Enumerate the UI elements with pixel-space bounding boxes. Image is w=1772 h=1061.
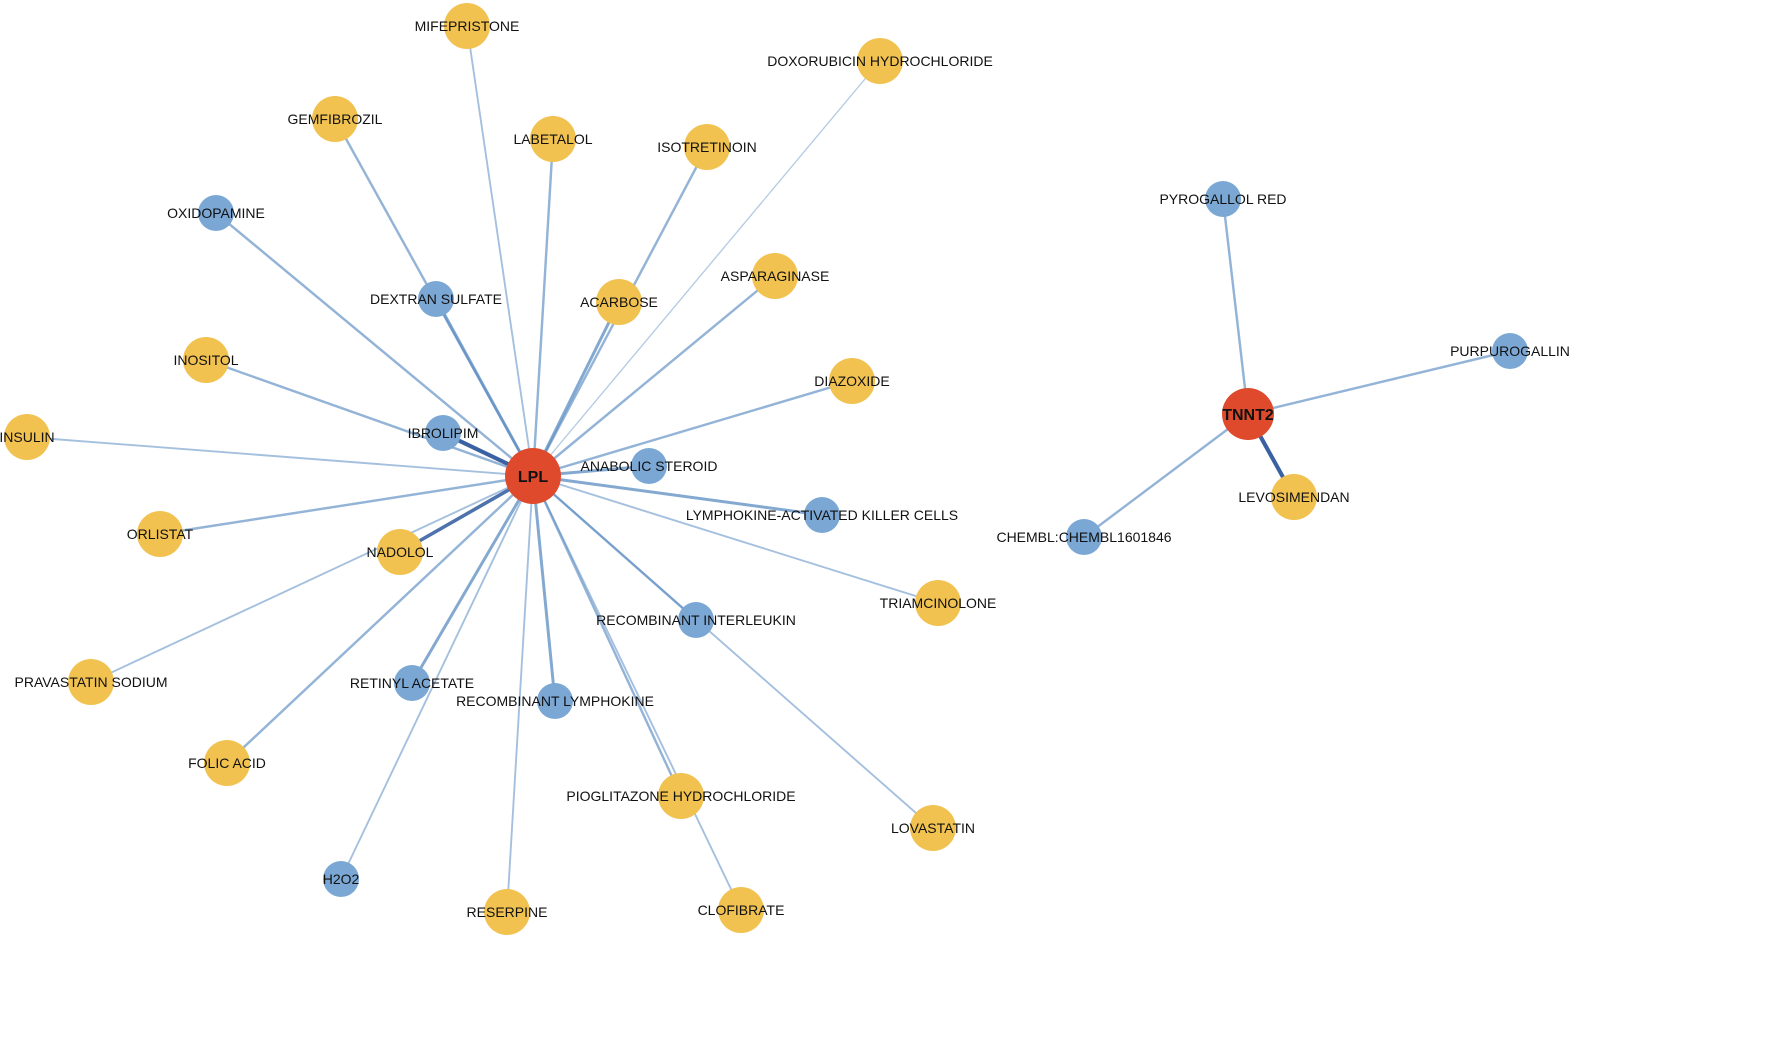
labels-layer: MIFEPRISTONE DOXORUBICIN HYDROCHLORIDE GEM… — [0, 18, 1570, 920]
nodes-layer — [4, 3, 1528, 935]
label-oxidopamine: OXIDOPAMINE — [167, 205, 265, 221]
edge-pravastatin-lpl — [90, 475, 534, 683]
label-clofibrate: CLOFIBRATE — [698, 902, 785, 918]
label-anabolic: ANABOLIC STEROID — [581, 458, 718, 474]
label-h2o2: H2O2 — [323, 871, 360, 887]
label-levosimendan: LEVOSIMENDAN — [1238, 489, 1349, 505]
label-orlistat: ORLISTAT — [127, 526, 194, 542]
edge-purpurogallin-tnnt2 — [1246, 349, 1512, 416]
edge-oxidopamine-lpl — [214, 211, 535, 478]
edges-layer — [26, 25, 1512, 913]
edge-acarbose-lpl — [531, 300, 621, 478]
node-lak[interactable] — [804, 497, 840, 533]
node-isotretinoin[interactable] — [684, 124, 730, 170]
edge-insulin-lpl — [26, 436, 534, 477]
label-folic: FOLIC ACID — [188, 755, 266, 771]
edge-h2o2-lpl — [340, 475, 534, 880]
label-nadolol: NADOLOL — [367, 544, 434, 560]
label-recomb-lymph: RECOMBINANT LYMPHOKINE — [456, 693, 654, 709]
label-acarbose: ACARBOSE — [580, 294, 658, 310]
node-gemfibrozil[interactable] — [312, 96, 358, 142]
edge-mifepristone-lpl — [466, 25, 534, 477]
hub-label-tnnt2: TNNT2 — [1222, 407, 1274, 424]
edge-triamcinolone-lpl — [532, 475, 939, 604]
label-purpurogallin: PURPUROGALLIN — [1450, 343, 1570, 359]
edge-chembl-tnnt2 — [1082, 412, 1250, 539]
edge-lovastatin-lpl — [532, 475, 934, 829]
edge-orlistat-lpl — [158, 474, 535, 536]
node-lovastatin[interactable] — [910, 805, 956, 851]
label-gemfibrozil: GEMFIBROZIL — [288, 111, 383, 127]
node-diazoxide[interactable] — [829, 358, 875, 404]
node-dextran[interactable] — [418, 281, 454, 317]
label-labetalol: LABETALOL — [513, 131, 592, 147]
hub-node-lpl[interactable] — [505, 448, 561, 504]
label-mifepristone: MIFEPRISTONE — [415, 18, 520, 34]
node-asparaginase[interactable] — [752, 253, 798, 299]
label-diazoxide: DIAZOXIDE — [814, 373, 889, 389]
node-insulin[interactable] — [4, 414, 50, 460]
node-pravastatin[interactable] — [68, 659, 114, 705]
edge-doxorubicin-lpl — [532, 60, 881, 477]
node-h2o2[interactable] — [323, 861, 359, 897]
node-pioglitazone[interactable] — [658, 773, 704, 819]
edge-retinyl-lpl — [410, 474, 535, 685]
label-insulin: INSULIN — [0, 429, 55, 445]
node-triamcinolone[interactable] — [915, 580, 961, 626]
node-recomb-il[interactable] — [678, 602, 714, 638]
edge-labetalol-lpl — [531, 137, 555, 478]
node-doxorubicin[interactable] — [857, 38, 903, 84]
edge-inositol-lpl — [204, 358, 535, 478]
hub-node-tnnt2[interactable] — [1222, 388, 1274, 440]
label-pyrogallol: PYROGALLOL RED — [1159, 191, 1286, 207]
node-recomb-lymph[interactable] — [537, 683, 573, 719]
label-pravastatin: PRAVASTATIN SODIUM — [15, 674, 168, 690]
node-folic[interactable] — [204, 740, 250, 786]
edge-recomb-lymph-lpl — [531, 474, 557, 703]
node-nadolol[interactable] — [377, 529, 423, 575]
edge-diazoxide-lpl — [531, 379, 854, 478]
node-reserpine[interactable] — [484, 889, 530, 935]
edge-dextran-lpl — [434, 297, 535, 478]
edge-folic-lpl — [225, 474, 535, 765]
label-isotretinoin: ISOTRETINOIN — [657, 139, 757, 155]
hub-label-lpl: LPL — [518, 469, 548, 486]
label-inositol: INOSITOL — [173, 352, 238, 368]
node-pyrogallol[interactable] — [1205, 181, 1241, 217]
node-levosimendan[interactable] — [1271, 474, 1317, 520]
node-purpurogallin[interactable] — [1492, 333, 1528, 369]
node-anabolic[interactable] — [631, 448, 667, 484]
node-ibrolipim[interactable] — [425, 415, 461, 451]
edge-lak-lpl — [531, 474, 824, 517]
label-doxorubicin: DOXORUBICIN HYDROCHLORIDE — [767, 53, 993, 69]
label-chembl: CHEMBL:CHEMBL1601846 — [996, 529, 1171, 545]
edge-reserpine-lpl — [506, 475, 534, 913]
node-clofibrate[interactable] — [718, 887, 764, 933]
node-chembl[interactable] — [1066, 519, 1102, 555]
node-acarbose[interactable] — [596, 279, 642, 325]
label-pioglitazone: PIOGLITAZONE HYDROCHLORIDE — [566, 788, 795, 804]
node-mifepristone[interactable] — [444, 3, 490, 49]
edge-pyrogallol-tnnt2 — [1221, 197, 1250, 416]
label-ibrolipim: IBROLIPIM — [408, 425, 479, 441]
label-triamcinolone: TRIAMCINOLONE — [880, 595, 997, 611]
edge-asparaginase-lpl — [531, 274, 777, 478]
node-retinyl[interactable] — [394, 665, 430, 701]
node-inositol[interactable] — [183, 337, 229, 383]
label-asparaginase: ASPARAGINASE — [721, 268, 830, 284]
node-labetalol[interactable] — [530, 116, 576, 162]
label-retinyl: RETINYL ACETATE — [350, 675, 474, 691]
node-oxidopamine[interactable] — [198, 195, 234, 231]
node-orlistat[interactable] — [137, 511, 183, 557]
label-lak: LYMPHOKINE-ACTIVATED KILLER CELLS — [686, 507, 958, 523]
label-dextran: DEXTRAN SULFATE — [370, 291, 502, 307]
edge-clofibrate-lpl — [532, 475, 742, 911]
label-lovastatin: LOVASTATIN — [891, 820, 975, 836]
label-reserpine: RESERPINE — [467, 904, 548, 920]
label-recomb-il: RECOMBINANT INTERLEUKIN — [596, 612, 796, 628]
